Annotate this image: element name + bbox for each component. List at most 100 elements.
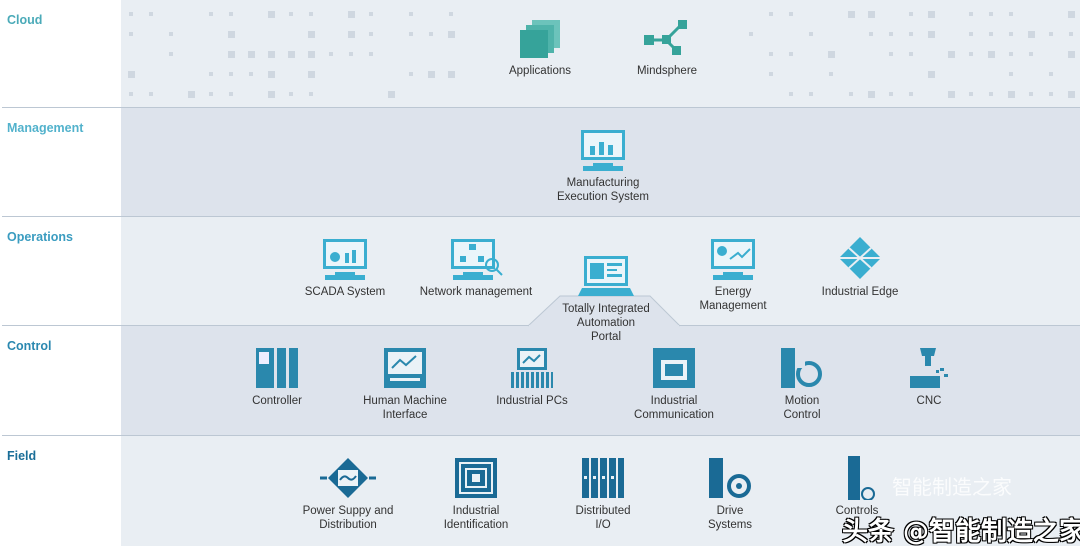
- dot: [447, 30, 455, 38]
- dot: [969, 12, 973, 16]
- energy-monitor-icon: [711, 239, 755, 280]
- dot: [267, 70, 275, 78]
- dot: [867, 10, 875, 18]
- dot: [947, 50, 955, 58]
- dot: [789, 52, 793, 56]
- mindsphere-icon: [644, 20, 687, 55]
- layer-label: Control: [7, 339, 52, 353]
- dot: [849, 92, 853, 96]
- network-dots-decoration: [121, 0, 1080, 108]
- dot: [309, 12, 313, 16]
- item-label: Industrial: [452, 505, 500, 517]
- dot: [229, 72, 233, 76]
- dot: [1029, 92, 1033, 96]
- dot: [309, 92, 313, 96]
- power-supply-icon: [320, 458, 376, 498]
- dot: [267, 50, 275, 58]
- dot: [989, 32, 993, 36]
- dot: [289, 92, 293, 96]
- dot: [829, 72, 833, 76]
- item-label: SCADA System: [304, 286, 386, 298]
- layer-label: Management: [7, 121, 84, 135]
- dot: [247, 50, 255, 58]
- dot: [409, 12, 413, 16]
- item-scada-system[interactable]: SCADA System: [270, 237, 420, 299]
- item-label: Execution System: [556, 191, 650, 203]
- item-applications[interactable]: Applications: [465, 18, 615, 78]
- item-label: CNC: [916, 395, 942, 407]
- dot: [347, 30, 355, 38]
- dot: [229, 92, 233, 96]
- scada-icon: [323, 239, 367, 280]
- industrial-edge-icon: [839, 237, 881, 279]
- dot: [769, 12, 773, 16]
- item-label: Systems: [707, 519, 753, 531]
- item-label: Industrial PCs: [496, 395, 568, 407]
- item-controller[interactable]: Controller: [202, 346, 352, 408]
- dot: [209, 72, 213, 76]
- industrial-pc-icon: [511, 348, 553, 388]
- item-label: Totally Integrated: [562, 303, 650, 315]
- dot: [909, 12, 913, 16]
- dot: [1049, 92, 1053, 96]
- dot: [427, 70, 435, 78]
- dot: [369, 12, 373, 16]
- dot: [267, 90, 275, 98]
- dot: [1049, 32, 1053, 36]
- ethernet-port-icon: [653, 348, 695, 388]
- layer-label: Operations: [7, 230, 73, 244]
- dot: [1067, 90, 1075, 98]
- item-label: Drive: [716, 505, 744, 517]
- layer-label: Cloud: [7, 13, 43, 27]
- dot: [329, 52, 333, 56]
- dot: [229, 12, 233, 16]
- dot: [289, 12, 293, 16]
- item-label: Automation: [576, 317, 636, 329]
- dot: [749, 32, 753, 36]
- dot: [129, 92, 133, 96]
- item-mindsphere[interactable]: Mindsphere: [592, 18, 742, 78]
- item-cnc[interactable]: CNC: [854, 346, 1004, 408]
- item-industrial-pcs[interactable]: Industrial PCs: [457, 346, 607, 408]
- item-label: Interface: [382, 409, 428, 421]
- item-industrial-edge[interactable]: Industrial Edge: [785, 237, 935, 299]
- watermark: 头条 @智能制造之家: [842, 517, 1080, 547]
- dot: [769, 52, 773, 56]
- dot: [169, 52, 173, 56]
- dot: [927, 70, 935, 78]
- dot: [129, 12, 133, 16]
- controller-icon: [256, 348, 298, 388]
- item-label: Motion: [784, 395, 820, 407]
- dot: [1067, 50, 1075, 58]
- item-label: Industrial: [650, 395, 698, 407]
- dot: [789, 12, 793, 16]
- dot: [769, 72, 773, 76]
- item-label: Management: [699, 300, 767, 312]
- dot: [1009, 32, 1013, 36]
- network-monitor-icon: [451, 239, 503, 280]
- dot: [909, 32, 913, 36]
- dot: [847, 10, 855, 18]
- dot: [927, 30, 935, 38]
- dot: [127, 70, 135, 78]
- item-network-management[interactable]: Network management: [401, 237, 551, 299]
- dot: [349, 52, 353, 56]
- dot: [449, 12, 453, 16]
- item-label: Human Machine: [363, 395, 447, 407]
- item-controls[interactable]: Controls: [782, 456, 932, 518]
- dot: [307, 50, 315, 58]
- dot: [1009, 12, 1013, 16]
- item-label: Power Suppy and: [302, 505, 394, 517]
- drive-icon: [709, 458, 751, 498]
- item-label: Communication: [634, 409, 714, 421]
